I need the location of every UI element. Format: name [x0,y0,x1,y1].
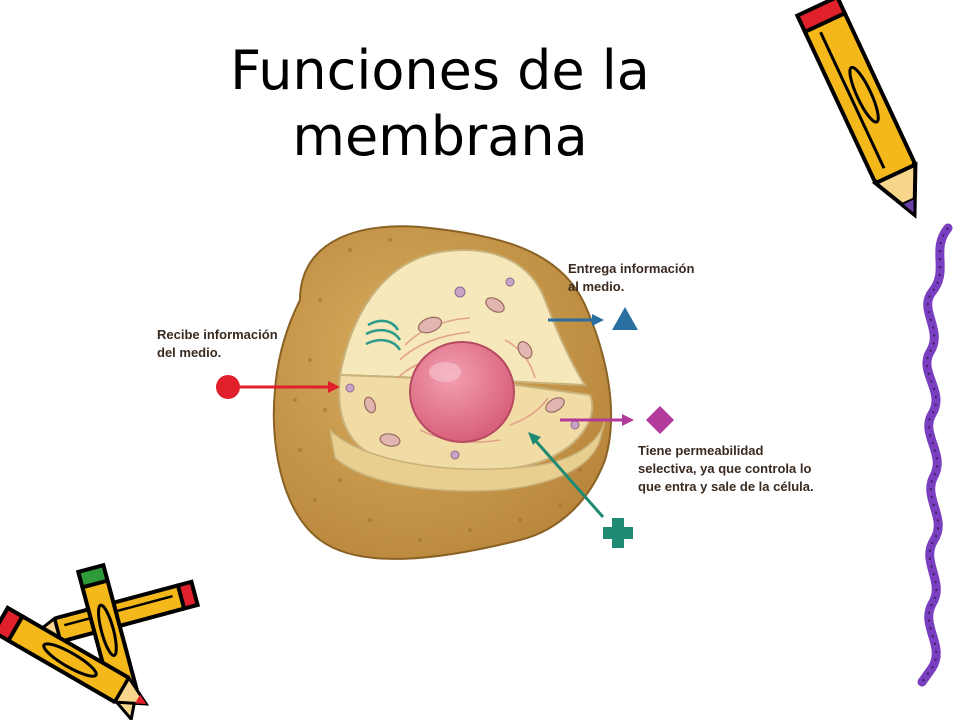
arrow-receives [240,381,340,393]
slide-title: Funciones de la membrana [230,39,650,168]
label-receives-information: Recibe información del medio. [157,327,278,360]
teal-cross-marker [603,518,633,548]
label-selective-permeability: Tiene permeabilidad selectiva, ya que co… [638,443,814,494]
arrow-delivers [548,314,604,326]
arrow-entry [528,432,605,518]
blue-triangle-marker [612,307,638,330]
label-delivers-information: Entrega información al medio. [568,261,695,294]
cytoplasm-slab [328,419,606,492]
arrow-permeability [560,414,634,426]
red-circle-marker [216,375,240,399]
purple-diamond-marker [646,406,674,434]
